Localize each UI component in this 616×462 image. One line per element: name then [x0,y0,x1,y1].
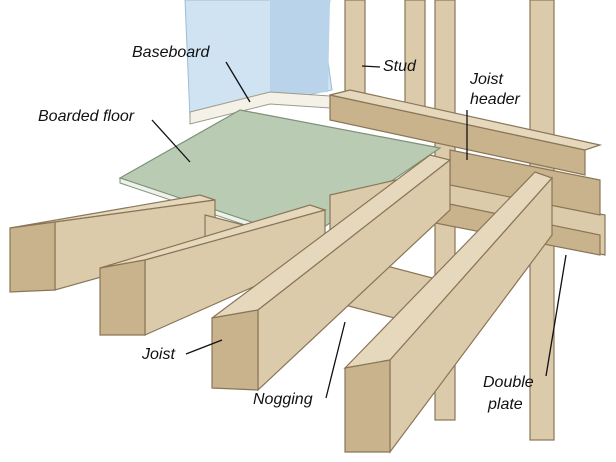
joist [211,309,259,391]
label-nogging: Nogging [253,391,313,408]
label-double-plate-2: plate [488,396,523,413]
leader-joist [185,339,223,355]
label-boarded-floor: Boarded floor [38,108,135,125]
leader-stud [361,65,381,68]
label-double-plate-1: Double [483,374,534,391]
label-joist-header-1: Joist [470,71,503,88]
wall-corner [270,0,330,96]
joist [99,259,146,336]
leader-double-plate [545,254,567,377]
leader-boarded-floor [151,119,191,163]
label-joist-header-2: header [470,91,520,108]
leader-baseboard [225,61,251,103]
joist [344,359,391,453]
label-baseboard: Baseboard [132,44,210,61]
label-stud: Stud [383,58,416,75]
label-joist: Joist [142,346,175,363]
joist-header-top [329,89,603,151]
leader-nogging [325,321,346,399]
joist [9,221,56,293]
